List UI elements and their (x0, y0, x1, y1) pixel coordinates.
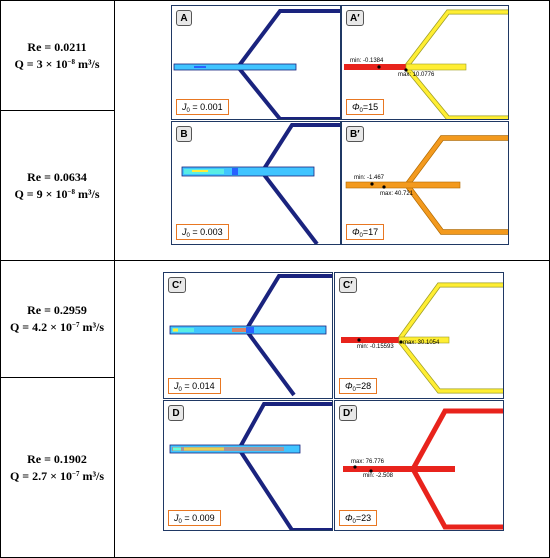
panel-D-velocity: D J0 = 0.009 (163, 400, 333, 531)
min-annotation: min: -0.15593 (357, 344, 394, 350)
reynolds-number: Re = 0.2959 (27, 303, 87, 317)
row-divider-3 (0, 377, 115, 378)
bingham-number-label: Φ0=28 (339, 378, 378, 394)
bifurcation-velocity-plot (181, 123, 340, 244)
flow-rate: Q = 9 × 10−8 m³/s (14, 186, 100, 201)
bifurcation-stress-plot (345, 135, 508, 235)
yield-stress-label: J0 = 0.003 (176, 224, 229, 240)
flow-rate: Q = 2.7 × 10−7 m³/s (9, 468, 105, 483)
panel-A-velocity: A J0 = 0.001 (171, 5, 341, 120)
row-label-4: Re = 0.1902 Q = 2.7 × 10−7 m³/s (0, 378, 114, 557)
max-annotation: max: 10.0776 (398, 72, 435, 78)
yield-stress-label: J0 = 0.009 (168, 510, 221, 526)
row-label-2: Re = 0.0634 Q = 9 × 10−8 m³/s (0, 111, 114, 260)
panel-tag: D′ (339, 405, 357, 421)
min-annotation: min: -2.508 (363, 473, 394, 479)
table-border-left (0, 0, 1, 558)
table-border-top (0, 0, 550, 1)
bifurcation-stress-plot (344, 9, 508, 119)
panel-B-prime-stress: min: -1.467 max: 40.721 B′ Φ0=17 (341, 121, 509, 245)
table-column-divider (114, 0, 115, 558)
reynolds-number: Re = 0.1902 (27, 451, 87, 466)
flow-rate: Q = 4.2 × 10−7 m³/s (9, 320, 105, 334)
panel-D-prime-stress: max: 76.776 min: -2.508 D′ Φ0=23 (334, 400, 504, 531)
bingham-number-label: Φ0=17 (346, 224, 385, 240)
bifurcation-velocity-plot (173, 9, 340, 119)
max-annotation: max: 30.1054 (403, 340, 440, 346)
panel-tag: C′ (168, 277, 186, 293)
reynolds-number: Re = 0.0211 (27, 39, 87, 54)
bifurcation-velocity-plot (169, 402, 332, 530)
row-divider-1 (0, 110, 115, 111)
panel-C-velocity: C′ J0 = 0.014 (163, 272, 333, 399)
panel-tag: C′ (339, 277, 357, 293)
min-annotation: min: -1.467 (354, 175, 385, 181)
yield-stress-label: J0 = 0.001 (176, 99, 229, 115)
max-annotation: max: 40.721 (380, 191, 414, 197)
panel-B-velocity: B J0 = 0.003 (171, 121, 341, 245)
group-divider (0, 260, 550, 261)
bifurcation-velocity-plot (169, 274, 332, 397)
reynolds-number: Re = 0.0634 (27, 169, 87, 184)
max-annotation: max: 76.776 (351, 459, 385, 465)
bifurcation-stress-plot (343, 408, 503, 530)
bifurcation-stress-plot (341, 282, 503, 394)
panel-tag: A (176, 10, 192, 26)
panel-A-prime-stress: min: -0.1384 max: 10.0776 A′ Φ0=15 (341, 5, 509, 120)
row-label-1: Re = 0.0211 Q = 3 × 10−8 m³/s (0, 1, 114, 110)
panel-C-prime-stress: min: -0.15593 max: 30.1054 C′ Φ0=28 (334, 272, 504, 399)
panel-tag: A′ (346, 10, 364, 26)
min-annotation: min: -0.1384 (350, 58, 384, 64)
yield-stress-label: J0 = 0.014 (168, 378, 221, 394)
panel-tag: B′ (346, 126, 364, 142)
flow-rate: Q = 3 × 10−8 m³/s (14, 56, 100, 71)
row-label-3: Re = 0.2959 Q = 4.2 × 10−7 m³/s (0, 261, 114, 377)
bingham-number-label: Φ0=23 (339, 510, 378, 526)
panel-tag: D (168, 405, 184, 421)
bingham-number-label: Φ0=15 (346, 99, 385, 115)
panel-tag: B (176, 126, 192, 142)
